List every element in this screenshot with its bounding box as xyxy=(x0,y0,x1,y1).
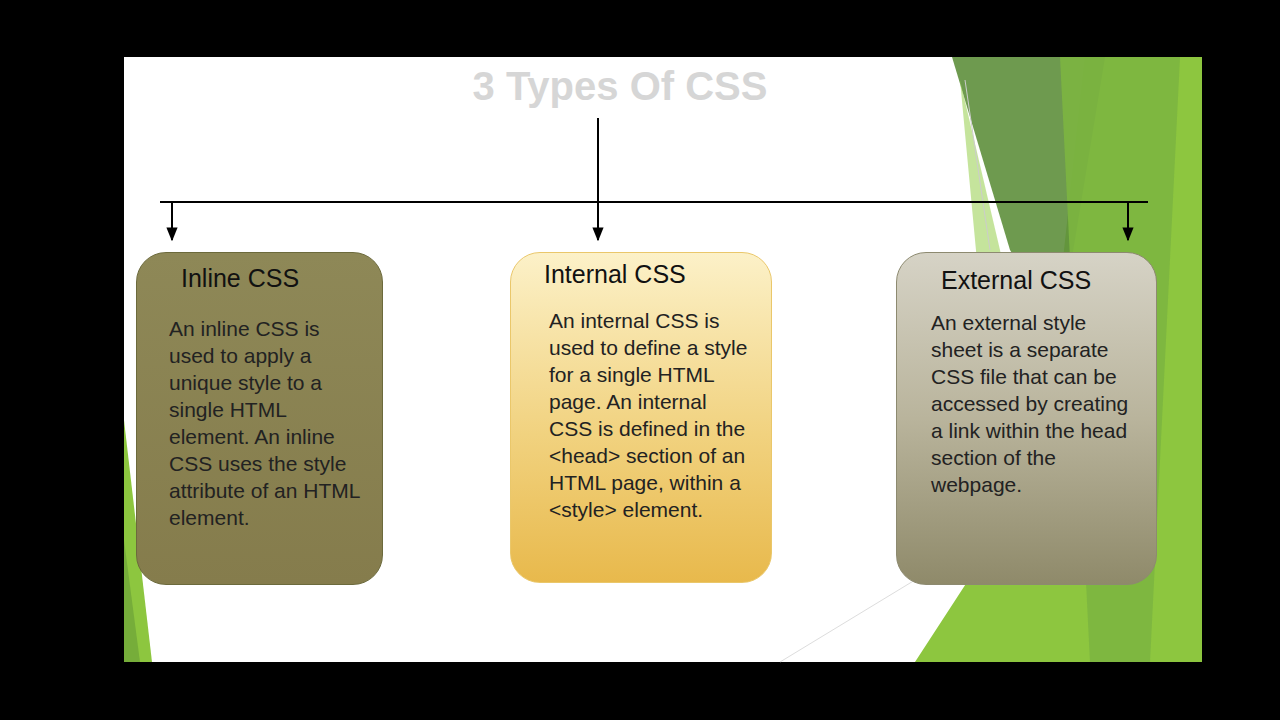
box-heading: Internal CSS xyxy=(544,259,771,289)
css-type-box: External CSS An external style sheet is a… xyxy=(896,252,1157,585)
box-description: An internal CSS is used to define a styl… xyxy=(549,307,752,523)
green-decoration xyxy=(124,57,1202,662)
box-heading: Inline CSS xyxy=(181,263,382,293)
tree-lines xyxy=(160,118,1148,240)
css-type-box: Inline CSS An inline CSS is used to apply… xyxy=(136,252,383,585)
box-description: An inline CSS is used to apply a unique … xyxy=(169,315,363,531)
box-heading: External CSS xyxy=(941,265,1156,295)
css-type-box: Internal CSS An internal CSS is used to d… xyxy=(510,252,772,583)
box-description: An external style sheet is a separate CS… xyxy=(931,309,1137,498)
slide-title: 3 Types Of CSS xyxy=(370,64,870,109)
